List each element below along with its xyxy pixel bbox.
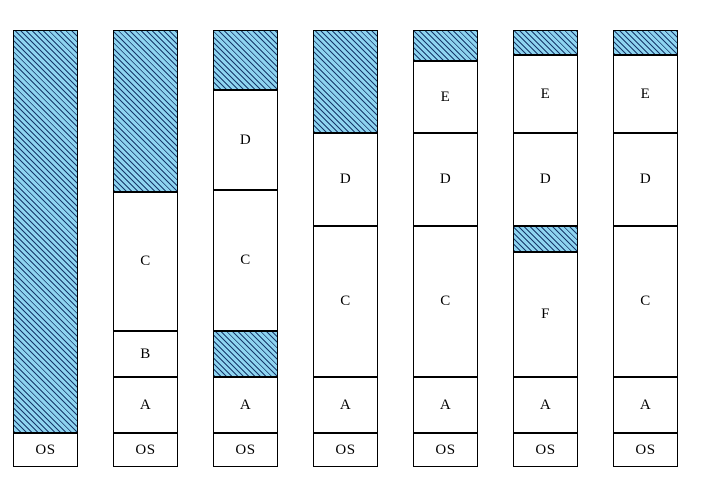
os-memory-block: OS (513, 433, 578, 467)
process-block-a: A (213, 377, 278, 433)
process-block-d: D (313, 133, 378, 226)
block-label: D (239, 131, 252, 148)
process-block-c: C (313, 226, 378, 377)
process-block-b: B (113, 331, 178, 377)
memory-column-6: E D F A OS (513, 0, 578, 487)
os-memory-block: OS (113, 433, 178, 467)
block-label: C (340, 293, 351, 309)
os-memory-block: OS (213, 433, 278, 467)
process-block-c: C (213, 190, 278, 331)
block-label: A (439, 396, 452, 413)
block-label: E (540, 85, 551, 102)
process-block-a: A (513, 377, 578, 433)
block-label: C (240, 252, 251, 268)
block-label: OS (35, 441, 56, 458)
block-label: E (640, 85, 651, 102)
block-label: C (640, 293, 651, 309)
process-block-f: F (513, 252, 578, 377)
block-label: OS (435, 441, 456, 458)
process-block-a: A (413, 377, 478, 433)
process-block-d: D (513, 133, 578, 226)
process-block-e: E (613, 55, 678, 133)
free-memory-block (513, 30, 578, 55)
process-block-c: C (113, 192, 178, 331)
memory-column-4: D C A OS (313, 0, 378, 487)
block-label: C (440, 293, 451, 309)
free-memory-block (513, 226, 578, 252)
block-label: A (339, 396, 352, 413)
block-label: A (139, 396, 152, 413)
memory-column-1: OS (13, 0, 78, 487)
os-memory-block: OS (413, 433, 478, 467)
process-block-d: D (413, 133, 478, 226)
block-label: D (339, 171, 352, 187)
free-memory-block (113, 30, 178, 192)
block-label: A (239, 396, 252, 413)
block-label: A (539, 396, 552, 413)
memory-column-7: E D C A OS (613, 0, 678, 487)
block-label: D (439, 171, 452, 187)
block-label: D (639, 171, 652, 187)
block-label: A (639, 396, 652, 413)
process-block-a: A (313, 377, 378, 433)
process-block-d: D (613, 133, 678, 226)
block-label: B (140, 345, 151, 362)
process-block-e: E (513, 55, 578, 133)
free-memory-block (213, 331, 278, 377)
memory-column-2: C B A OS (113, 0, 178, 487)
process-block-e: E (413, 61, 478, 133)
block-label: OS (335, 441, 356, 458)
free-memory-block (613, 30, 678, 55)
block-label: F (541, 306, 550, 322)
process-block-c: C (413, 226, 478, 377)
os-memory-block: OS (613, 433, 678, 467)
block-label: OS (535, 441, 556, 458)
block-label: OS (235, 441, 256, 458)
process-block-c: C (613, 226, 678, 377)
os-memory-block: OS (313, 433, 378, 467)
block-label: C (140, 253, 151, 269)
block-label: OS (135, 441, 156, 458)
block-label: OS (635, 441, 656, 458)
process-block-a: A (613, 377, 678, 433)
free-memory-block (13, 30, 78, 433)
block-label: D (539, 171, 552, 187)
process-block-d: D (213, 90, 278, 190)
free-memory-block (413, 30, 478, 61)
free-memory-block (313, 30, 378, 133)
process-block-a: A (113, 377, 178, 433)
block-label: E (440, 88, 451, 105)
memory-column-5: E D C A OS (413, 0, 478, 487)
free-memory-block (213, 30, 278, 90)
memory-column-3: D C A OS (213, 0, 278, 487)
os-memory-block: OS (13, 433, 78, 467)
